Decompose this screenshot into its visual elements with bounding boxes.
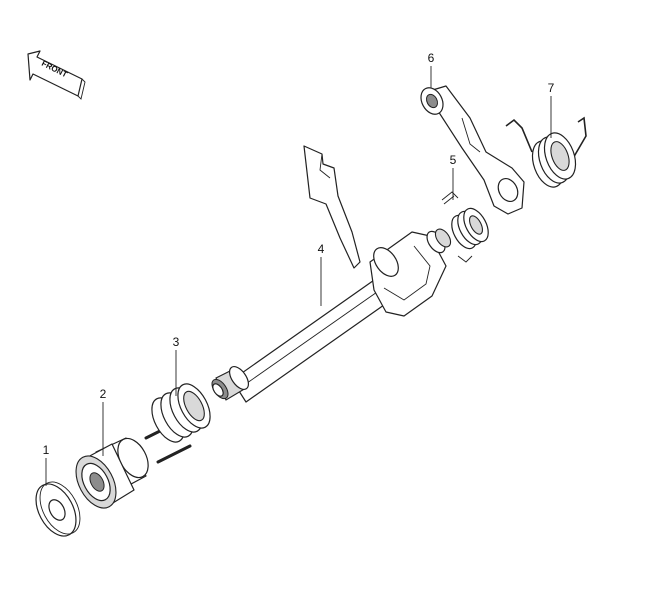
part-6-lever-arm bbox=[420, 85, 525, 215]
front-indicator: FRONT bbox=[27, 50, 86, 100]
part-3-torsion-spring bbox=[144, 383, 211, 464]
callout-3-label: 3 bbox=[173, 335, 180, 349]
callout-3: 3 bbox=[173, 335, 180, 396]
callout-2-label: 2 bbox=[100, 387, 107, 401]
part-2-bushing bbox=[75, 437, 149, 509]
callout-4-label: 4 bbox=[318, 242, 325, 256]
callout-6: 6 bbox=[428, 51, 435, 88]
callout-1: 1 bbox=[43, 443, 50, 486]
callout-2: 2 bbox=[100, 387, 107, 456]
callout-7-label: 7 bbox=[548, 81, 555, 95]
callout-4: 4 bbox=[318, 242, 325, 306]
callout-5-label: 5 bbox=[450, 153, 457, 167]
part-4-shift-shaft bbox=[211, 145, 452, 403]
part-7-torsion-spring bbox=[505, 116, 587, 188]
callout-7: 7 bbox=[548, 81, 555, 138]
callout-1-label: 1 bbox=[43, 443, 50, 457]
callout-6-label: 6 bbox=[428, 51, 435, 65]
part-1-washer bbox=[35, 481, 81, 537]
part-5-return-spring bbox=[441, 191, 489, 263]
callout-5: 5 bbox=[450, 153, 457, 200]
front-arrow-icon bbox=[27, 50, 86, 100]
